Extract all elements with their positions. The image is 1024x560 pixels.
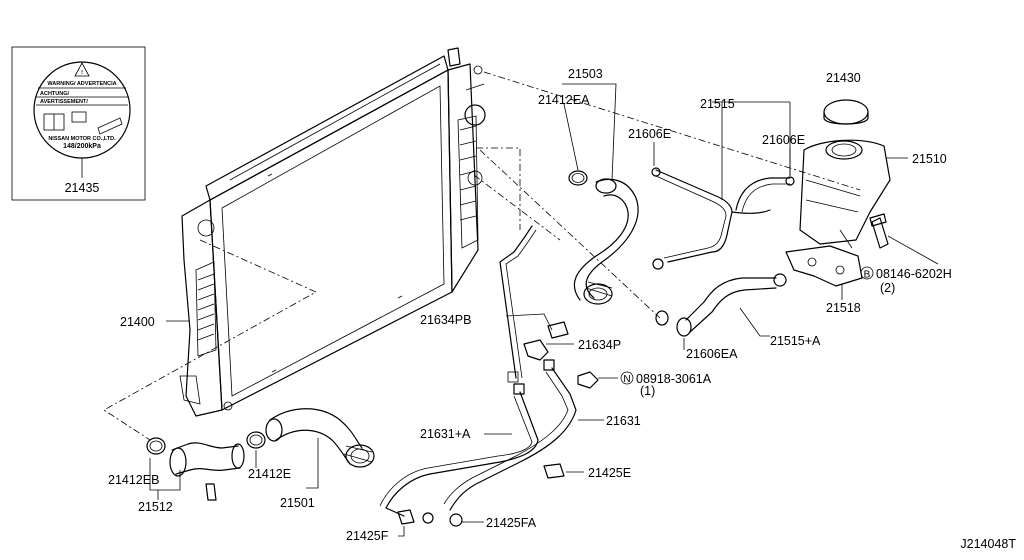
alignment-lines — [103, 71, 861, 441]
label-21606E-right: 21606E — [762, 133, 805, 147]
radiator-21400: 21400 — [120, 47, 486, 417]
circle-n-icon — [620, 371, 634, 385]
reservoir-cap-21430: 21430 — [823, 71, 869, 125]
label-21430: 21430 — [826, 71, 861, 85]
pipe-21631A: 21631+A — [379, 383, 539, 517]
cap-achtung-text: ACHTUNG/ — [40, 91, 69, 97]
pipe-21634PB: 21634PB — [420, 225, 553, 383]
label-21412E: 21412E — [248, 467, 291, 481]
label-21631A: 21631+A — [420, 427, 471, 441]
pipe-21631: 21631 — [443, 359, 641, 511]
label-21425F: 21425F — [346, 529, 389, 543]
hose-21515A: 21515+A 21606EA — [655, 273, 821, 361]
connector-21634P: 21634P — [523, 321, 621, 361]
circle-b-icon — [860, 266, 874, 280]
lower-hose-21501: 21412E 21501 — [246, 408, 375, 510]
label-08146-qty: (2) — [880, 281, 895, 295]
label-21510: 21510 — [912, 152, 947, 166]
label-08146: 08146-6202H — [876, 267, 952, 281]
lower-pipe-21512: 21412EB 21512 — [108, 437, 245, 514]
label-21425E: 21425E — [588, 466, 631, 480]
label-21606EA: 21606EA — [686, 347, 738, 361]
clamp-21425E: 21425E — [543, 463, 631, 480]
label-21412EB: 21412EB — [108, 473, 159, 487]
label-21435: 21435 — [65, 181, 100, 195]
reservoir-hose-21515: 21515 21606E 21606E — [628, 97, 805, 270]
label-21634PB: 21634PB — [420, 313, 471, 327]
manual-book-icon — [43, 113, 65, 131]
marker-n: N — [623, 374, 630, 385]
label-21400: 21400 — [120, 315, 155, 329]
label-21634P: 21634P — [578, 338, 621, 352]
clamp-21606E-right — [785, 176, 795, 186]
reservoir-tank-21510: 21510 — [799, 139, 947, 249]
cap-avertissement-text: AVERTISSEMENT/ — [40, 99, 88, 105]
cap-maker-text: NISSAN MOTOR CO.,LTD. — [48, 136, 116, 142]
warning-triangle-icon — [74, 62, 90, 77]
o-ring-21606EA — [655, 310, 669, 326]
clamp-21606E-left — [651, 167, 661, 177]
label-21515A: 21515+A — [770, 334, 821, 348]
o-ring-21412EA — [568, 170, 588, 186]
bolt-21512 — [205, 483, 217, 501]
label-21503: 21503 — [568, 67, 603, 81]
label-08918: 08918-3061A — [636, 372, 712, 386]
label-08918-qty: (1) — [640, 384, 655, 398]
label-21606E-left: 21606E — [628, 127, 671, 141]
radiator-filler-neck — [447, 47, 461, 67]
clamp-21425F: 21425F — [346, 509, 434, 543]
cap-pictogram-hand — [97, 117, 123, 135]
marker-b: B — [864, 270, 871, 281]
label-21631: 21631 — [606, 414, 641, 428]
radiator-upper-outlet — [464, 104, 486, 126]
label-21425FA: 21425FA — [486, 516, 537, 530]
label-21501: 21501 — [280, 496, 315, 510]
cap-pressure-text: 148/200kPa — [63, 143, 101, 150]
o-ring-21412E — [246, 431, 266, 449]
label-21412EA: 21412EA — [538, 93, 590, 107]
label-21512: 21512 — [138, 500, 173, 514]
label-21518: 21518 — [826, 301, 861, 315]
inset-radiator-cap-box: ! WARNING/ ADVERTENCIA ACHTUNG/ AVERTISS… — [11, 46, 146, 201]
label-21515: 21515 — [700, 97, 735, 111]
cap-warning-text: WARNING/ ADVERTENCIA — [47, 81, 116, 87]
bracket-21518: 21518 — [785, 245, 863, 315]
upper-hose-21503: 21503 21412EA — [538, 67, 639, 305]
cap-pictogram — [71, 111, 87, 123]
clamp-21425FA: 21425FA — [449, 513, 537, 530]
nut-08918: N 08918-3061A (1) — [577, 371, 712, 398]
svg-text:!: ! — [81, 70, 83, 76]
bolt-08146: B 08146-6202H (2) — [860, 213, 952, 295]
o-ring-21412EB — [146, 437, 166, 455]
diagram-id: J214048T — [960, 537, 1016, 551]
